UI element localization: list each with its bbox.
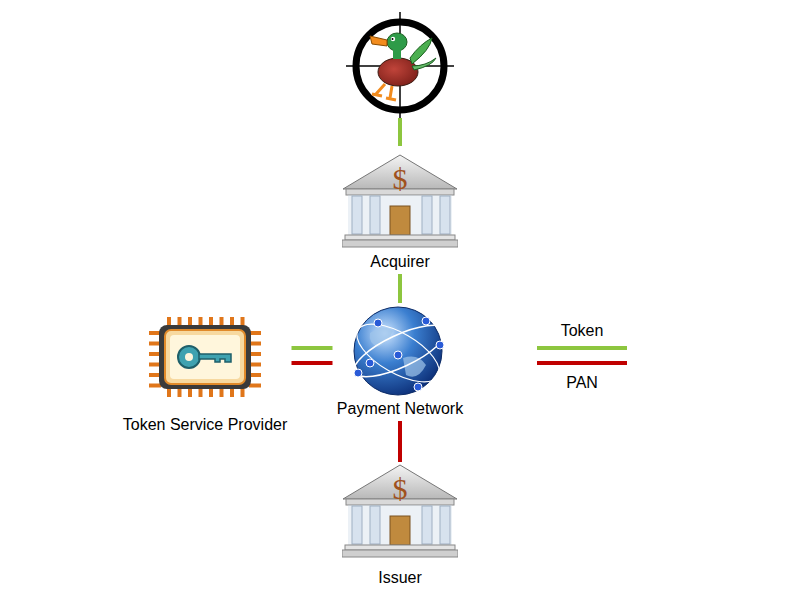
currency-symbol: $ (342, 474, 458, 504)
connector-line (292, 361, 333, 365)
token-service-node: Token Service Provider (119, 315, 292, 437)
legend-pan-line (537, 361, 627, 365)
legend-label: Token (561, 321, 604, 341)
globe-icon (348, 303, 452, 401)
currency-symbol: $ (342, 164, 458, 194)
node-label: Acquirer (342, 252, 458, 272)
node-label: Token Service Provider (119, 415, 292, 435)
node-label: Payment Network (333, 399, 468, 419)
bank-node: $ Issuer (342, 462, 458, 590)
bank-node: $ Acquirer (342, 152, 458, 274)
connector-line (398, 421, 402, 462)
legend-token-line (537, 346, 627, 350)
node-label: Issuer (342, 568, 458, 588)
connector-line (292, 346, 333, 350)
token-line (398, 118, 402, 146)
connector-line (398, 274, 402, 303)
network-node: Payment Network (333, 303, 468, 421)
legend-label: PAN (566, 373, 598, 393)
merchant-target (346, 12, 454, 120)
chip-icon (149, 317, 261, 397)
